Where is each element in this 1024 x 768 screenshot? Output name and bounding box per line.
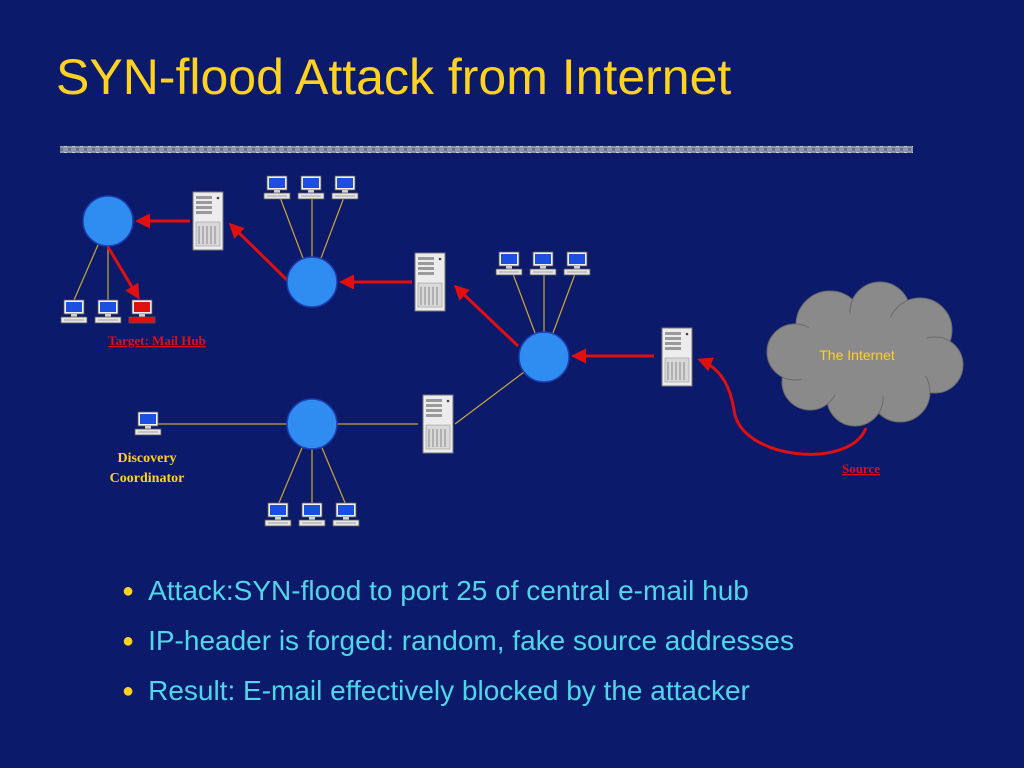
pc-top-1 — [263, 175, 291, 200]
bullet-dot-icon: ● — [122, 680, 135, 702]
hub-upper — [286, 256, 338, 308]
pc-mid-1 — [495, 251, 523, 276]
pc-discovery-coordinator — [134, 411, 162, 436]
label-discovery-line1: Discovery — [117, 451, 176, 466]
bullet-item: ● Result: E-mail effectively blocked by t… — [122, 666, 794, 716]
bullet-text: Attack:SYN-flood to port 25 of central e… — [148, 575, 749, 606]
label-discovery-line2: Coordinator — [110, 471, 185, 486]
pc-target-1 — [60, 299, 88, 324]
pc-target-2 — [94, 299, 122, 324]
label-the-internet: The Internet — [819, 347, 895, 363]
pc-mid-2 — [529, 251, 557, 276]
slide-title: SYN-flood Attack from Internet — [56, 49, 732, 105]
hub-central — [518, 331, 570, 383]
pc-top-2 — [297, 175, 325, 200]
bullet-text: Result: E-mail effectively blocked by th… — [148, 675, 750, 706]
bullet-item: ● Attack:SYN-flood to port 25 of central … — [122, 566, 794, 616]
bullet-dot-icon: ● — [122, 580, 135, 602]
server-1 — [192, 191, 224, 251]
pc-bottom-2 — [298, 502, 326, 527]
hub-lower — [286, 398, 338, 450]
bullet-text: IP-header is forged: random, fake source… — [148, 625, 794, 656]
pc-top-3 — [331, 175, 359, 200]
hub-target — [82, 195, 134, 247]
attack-arrows — [106, 213, 868, 456]
pc-target-mail-hub — [128, 299, 156, 324]
label-target-mail-hub: Target: Mail Hub — [108, 333, 206, 348]
server-2 — [414, 252, 446, 312]
bullet-item: ● IP-header is forged: random, fake sourc… — [122, 616, 794, 666]
bullet-list: ● Attack:SYN-flood to port 25 of central … — [122, 566, 794, 716]
label-source: Source — [842, 461, 880, 476]
pc-mid-3 — [563, 251, 591, 276]
server-4 — [422, 394, 454, 454]
bullet-dot-icon: ● — [122, 630, 135, 652]
pc-bottom-1 — [264, 502, 292, 527]
title-divider — [60, 146, 913, 153]
server-3 — [661, 327, 693, 387]
internet-cloud — [766, 281, 964, 427]
pc-bottom-3 — [332, 502, 360, 527]
